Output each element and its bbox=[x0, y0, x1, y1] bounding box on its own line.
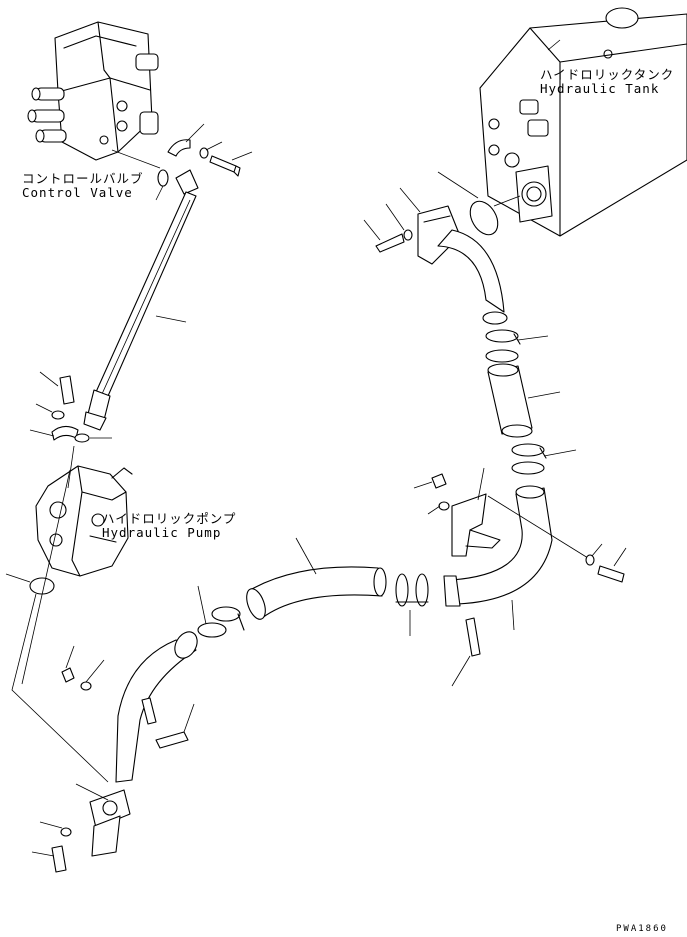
drawing-code: PWA1860 bbox=[616, 924, 668, 934]
split-flange-pump bbox=[51, 425, 79, 441]
bolt-flange bbox=[51, 845, 67, 873]
washer-pump bbox=[51, 410, 65, 420]
hose-clamp-center bbox=[395, 573, 429, 636]
control-valve-label-jp: コントロールバルブ bbox=[22, 171, 144, 186]
o-ring-valve bbox=[157, 169, 169, 187]
control-valve-assembly bbox=[27, 21, 161, 169]
hydraulic-tank-assembly bbox=[479, 7, 687, 237]
hose-clamp-left bbox=[197, 585, 245, 638]
hydraulic-pump-assembly bbox=[35, 445, 133, 577]
control-valve-label-en: Control Valve bbox=[22, 185, 133, 200]
hydraulic-tank-label: ハイドロリックタンク Hydraulic Tank bbox=[540, 68, 674, 96]
hydraulic-pump-label: ハイドロリックポンプ Hydraulic Pump bbox=[102, 512, 236, 540]
bolt-tank bbox=[375, 233, 405, 253]
rubber-hose-straight bbox=[487, 363, 561, 438]
washer-left bbox=[80, 681, 92, 691]
hose-clamp-upper bbox=[485, 329, 549, 363]
u-bolt-left bbox=[155, 731, 189, 749]
high-pressure-hose bbox=[83, 169, 199, 431]
washer-right bbox=[585, 554, 595, 566]
control-valve-label: コントロールバルブ Control Valve bbox=[22, 172, 144, 200]
bolt-right bbox=[597, 565, 625, 583]
washer-bracket bbox=[438, 501, 450, 511]
hose-clamp-lower bbox=[511, 443, 577, 475]
bolt-pump bbox=[59, 375, 75, 405]
hydraulic-tank-label-jp: ハイドロリックタンク bbox=[540, 67, 675, 82]
rubber-hose-curved bbox=[246, 537, 387, 620]
split-flange-valve bbox=[167, 139, 191, 157]
tank-suction-elbow bbox=[399, 187, 508, 325]
washer-flange bbox=[60, 827, 72, 837]
suction-pipe-left bbox=[75, 631, 198, 857]
hydraulic-tank-label-en: Hydraulic Tank bbox=[540, 81, 660, 96]
bolt-valve bbox=[209, 155, 237, 173]
washer-valve bbox=[199, 147, 209, 159]
u-bolt bbox=[465, 617, 481, 657]
o-ring-pump-inlet bbox=[29, 577, 55, 595]
washer-tank bbox=[403, 229, 413, 241]
o-ring-pump bbox=[74, 433, 90, 443]
suction-pipe-right bbox=[443, 485, 553, 631]
o-ring-tank bbox=[469, 200, 499, 236]
hydraulic-pump-label-en: Hydraulic Pump bbox=[102, 525, 222, 540]
hydraulic-pump-label-jp: ハイドロリックポンプ bbox=[102, 511, 237, 526]
nut-bracket bbox=[431, 473, 447, 489]
nut-left bbox=[61, 667, 75, 683]
